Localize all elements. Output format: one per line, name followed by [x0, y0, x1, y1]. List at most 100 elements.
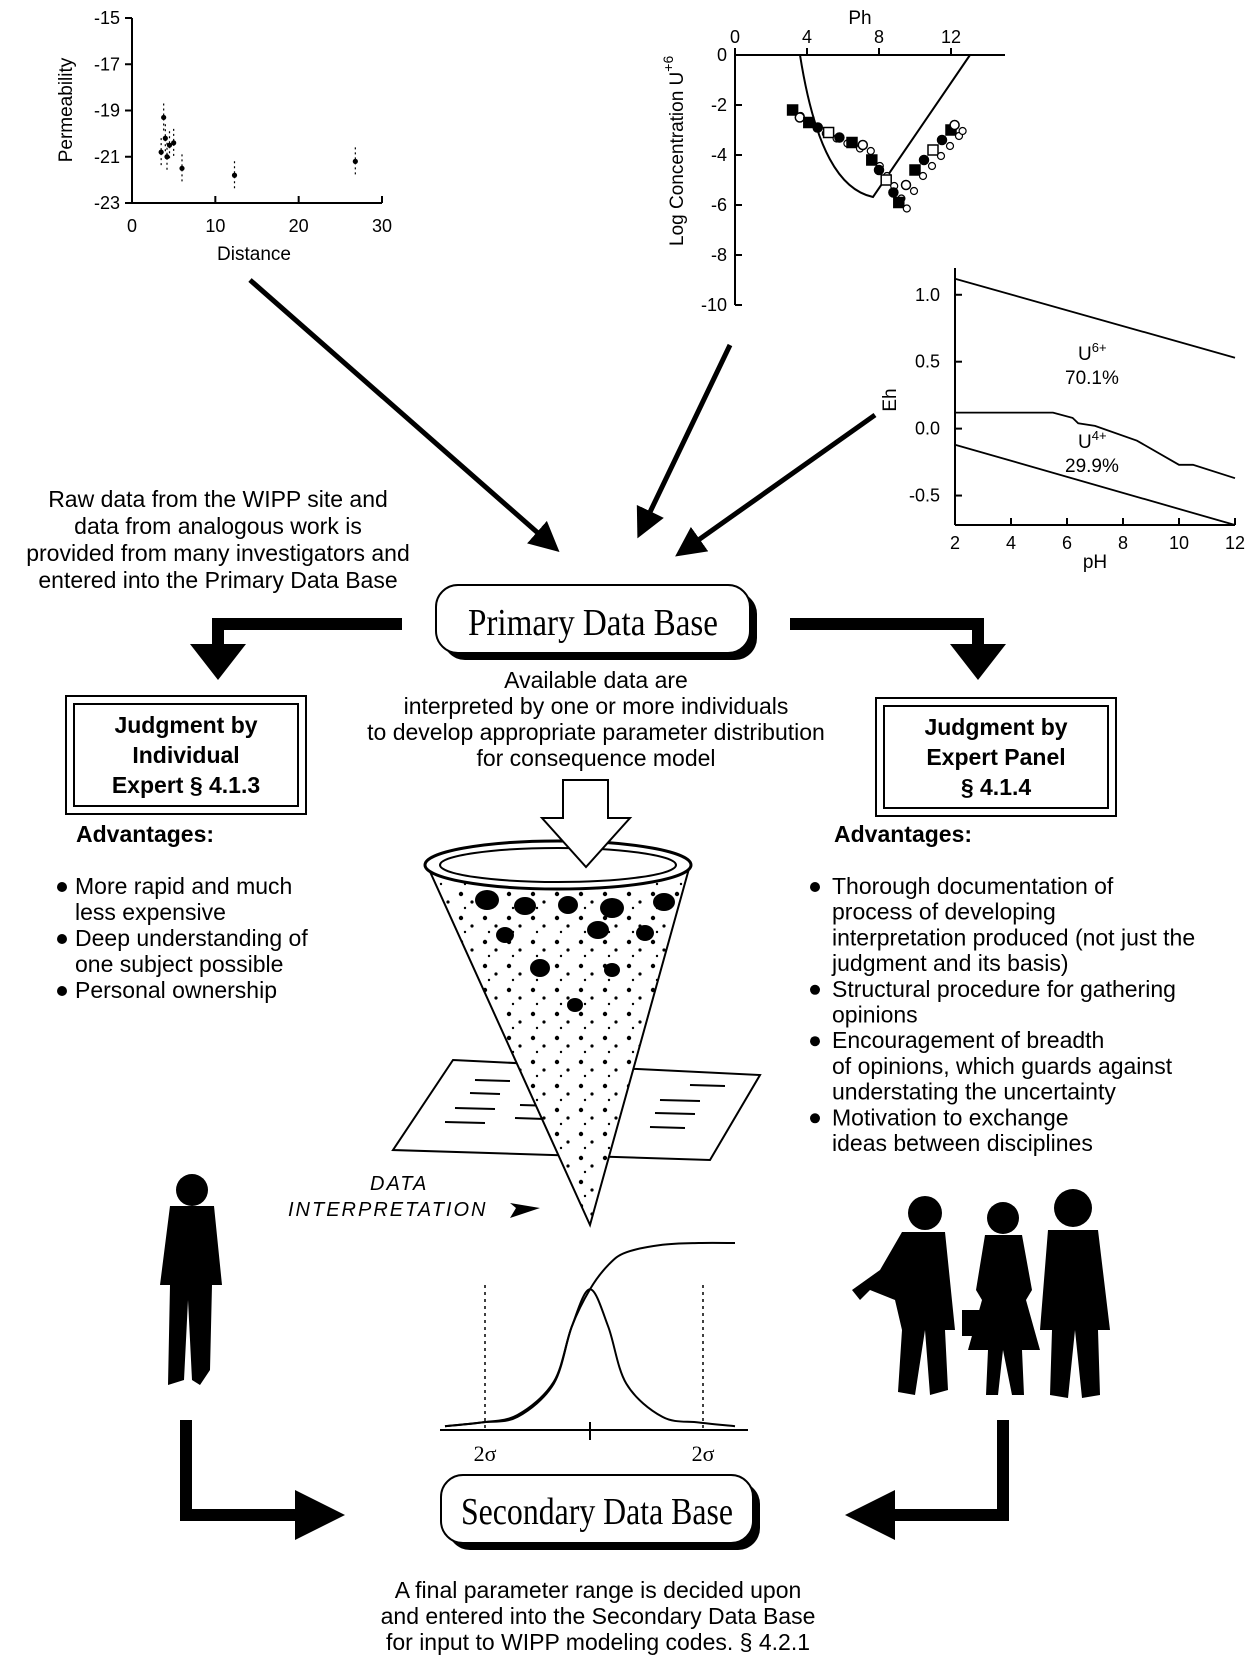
- chart1-x-label: Distance: [217, 244, 291, 265]
- individual-advantages-heading: Advantages:: [76, 821, 214, 847]
- cumulative-curve: [444, 1241, 736, 1428]
- chart2-solubility-envelope: [799, 54, 971, 199]
- advantage-text-line: Motivation to exchange: [832, 1104, 1069, 1130]
- funnel-particles: [427, 865, 690, 1225]
- chart2-point: [888, 187, 899, 198]
- advantage-text-line: Encouragement of breadth: [832, 1027, 1104, 1053]
- input-arrows: [248, 278, 877, 557]
- data-interpretation-arrow: [510, 1203, 540, 1218]
- individual-expert-silhouette: [160, 1174, 222, 1385]
- chart2-point: [857, 139, 869, 151]
- chart2-y-tick-label: -2: [711, 95, 727, 115]
- bullet-dot: [57, 986, 67, 996]
- panel-box-line-1: Judgment by: [924, 714, 1067, 740]
- advantage-text-line: Deep understanding of: [75, 925, 308, 951]
- bell-curve: [444, 1288, 736, 1428]
- converge-arrows: [180, 1420, 1009, 1540]
- u6-species-label: U6+: [1078, 340, 1107, 365]
- chart1-point: [231, 172, 238, 178]
- chart1-point: [352, 158, 358, 164]
- bullet-dot: [810, 1036, 820, 1047]
- chart3-boundary-line: [954, 277, 1236, 359]
- u4-species-label: U4+: [1078, 428, 1107, 453]
- individual-box-line-3: Expert § 4.1.3: [112, 772, 260, 798]
- chart2-point: [900, 179, 912, 191]
- data-interpretation-line-2: INTERPRETATION: [288, 1199, 487, 1221]
- distribution-chart: 2σ 2σ: [440, 1241, 748, 1466]
- advantage-text-line: of opinions, which guards against: [832, 1053, 1173, 1079]
- arrow-chart2-to-primary: [636, 343, 733, 539]
- funnel-large-particles: [475, 890, 675, 1012]
- chart2-x-tick-label: 0: [730, 27, 740, 47]
- bullet-dot: [810, 882, 820, 892]
- chart2-point: [866, 154, 878, 166]
- chart3-x-label: pH: [1083, 552, 1107, 573]
- chart2-x-label: Ph: [848, 8, 871, 29]
- chart1-point: [166, 142, 173, 148]
- raw-data-text-line: entered into the Primary Data Base: [38, 567, 397, 593]
- expert-panel-box: Judgment by Expert Panel § 4.1.4: [875, 697, 1117, 817]
- chart2-point-secondary: [945, 141, 955, 151]
- chart2-point-secondary: [958, 126, 967, 136]
- raw-data-text-line: provided from many investigators and: [26, 540, 410, 566]
- chart1-x-tick-label: 30: [372, 216, 392, 236]
- final-text-line: A final parameter range is decided upon: [395, 1577, 802, 1603]
- bullet-dot: [57, 882, 67, 892]
- chart2-point: [786, 104, 799, 116]
- final-text: A final parameter range is decided upona…: [381, 1577, 816, 1655]
- advantage-text-line: Personal ownership: [75, 977, 277, 1003]
- panel-box-line-3: § 4.1.4: [961, 774, 1032, 800]
- chart3-x-tick-label: 12: [1225, 533, 1245, 553]
- chart2-point-secondary: [936, 151, 946, 161]
- advantage-text-line: understating the uncertainty: [832, 1079, 1116, 1105]
- chart2-point: [873, 164, 885, 176]
- chart2-point-secondary: [927, 161, 937, 171]
- advantage-text-line: opinions: [832, 1002, 918, 1028]
- panel-advantages-heading: Advantages:: [834, 821, 972, 847]
- chart3-x-tick-label: 2: [950, 533, 960, 553]
- chart1-point: [158, 149, 164, 155]
- chart1-y-tick-label: -23: [94, 193, 120, 213]
- advantage-text-line: interpretation produced (not just the: [832, 924, 1195, 950]
- chart2-point: [880, 174, 892, 186]
- chart2-point: [812, 122, 824, 133]
- chart3-y-tick-label: 0.5: [915, 352, 940, 372]
- chart3-x-tick-label: 6: [1062, 533, 1072, 553]
- chart1-x-tick-label: 20: [289, 216, 309, 236]
- chart1-y-label: Permeability: [56, 57, 77, 162]
- chart2-point: [927, 144, 939, 156]
- interpretation-text-line: Available data are: [504, 667, 688, 693]
- chart2-point: [893, 196, 905, 209]
- bullet-dot: [810, 1113, 820, 1124]
- advantage-text-line: More rapid and much: [75, 873, 292, 899]
- chart3-boundary-line: [955, 411, 1236, 480]
- advantage-text-line: Structural procedure for gathering: [832, 976, 1176, 1002]
- advantage-text-line: judgment and its basis): [831, 950, 1069, 976]
- chart2-x-tick-label: 12: [941, 27, 961, 47]
- chart2-y-tick-label: -4: [711, 145, 727, 165]
- individual-expert-box: Judgment by Individual Expert § 4.1.3: [65, 695, 307, 815]
- arrow-chart1-to-primary: [248, 278, 560, 552]
- chart2-y-tick-label: 0: [717, 45, 727, 65]
- u4-percent-label: 29.9%: [1065, 456, 1119, 477]
- bullet-dot: [57, 934, 67, 944]
- chart2-point: [803, 116, 815, 129]
- chart2-x-tick-label: 8: [874, 27, 884, 47]
- chart1-point: [164, 154, 170, 160]
- chart2-point: [846, 136, 858, 149]
- chart2-point-secondary: [902, 204, 911, 213]
- chart2-point: [822, 126, 835, 139]
- chart1-point: [162, 135, 168, 141]
- interpretation-text-line: to develop appropriate parameter distrib…: [367, 719, 825, 745]
- final-text-line: and entered into the Secondary Data Base: [381, 1603, 816, 1629]
- chart2-point-secondary: [918, 171, 928, 181]
- funnel-input-arrow: [539, 779, 633, 869]
- raw-data-text-line: Raw data from the WIPP site and: [48, 486, 388, 512]
- interpretation-text-line: interpreted by one or more individuals: [404, 693, 789, 719]
- chart2-y-tick-label: -10: [701, 295, 727, 315]
- right-2sigma-label: 2σ: [692, 1441, 715, 1466]
